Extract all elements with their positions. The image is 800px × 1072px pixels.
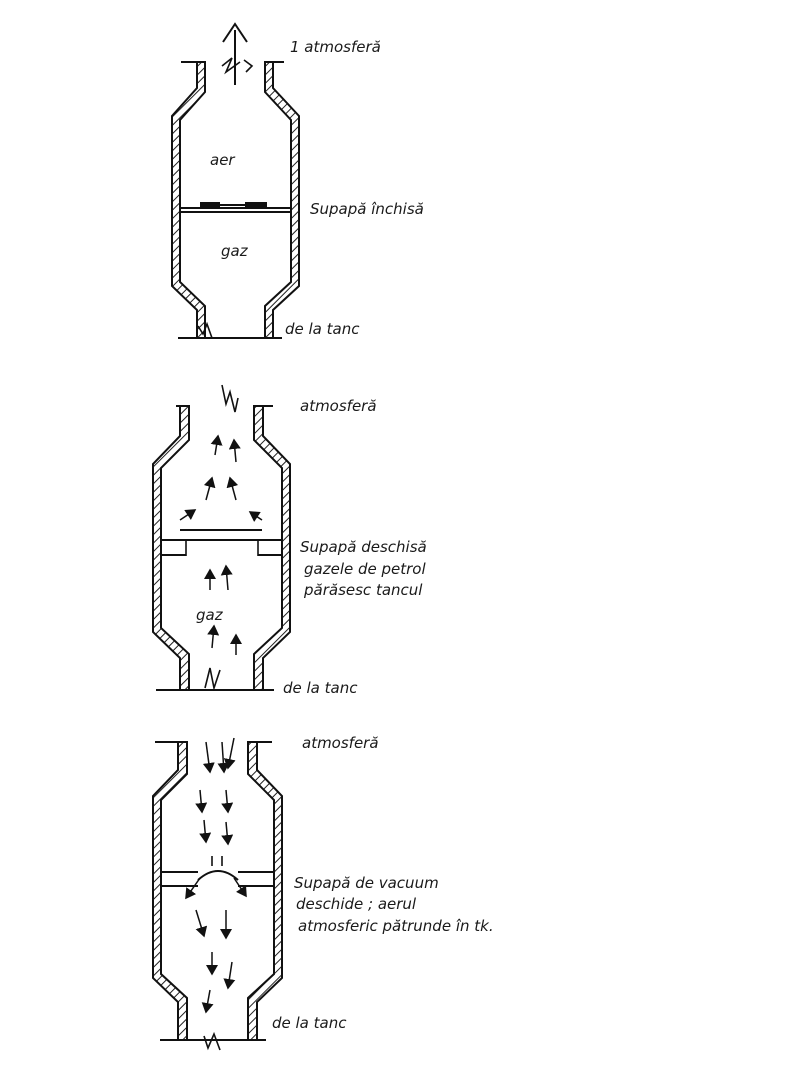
- label-bottom-atmosphere: atmosferă: [302, 734, 379, 752]
- left-wall: [171, 61, 206, 339]
- label-valve-open: Supapă deschisă: [300, 538, 427, 556]
- label-from-tank-3: de la tanc: [272, 1014, 347, 1032]
- exhaust-arrow: [221, 22, 254, 85]
- gas-flow-arrows: [179, 384, 263, 692]
- vacuum-valve: [161, 856, 274, 887]
- right-wall: [253, 405, 291, 691]
- right-wall: [247, 741, 283, 1041]
- diagram-vacuum-valve: [152, 737, 283, 1051]
- closed-valve: [180, 202, 291, 213]
- label-gas-top: gaz: [221, 242, 249, 260]
- diagram-valve-open: [152, 384, 291, 692]
- label-from-tank-1: de la tanc: [285, 320, 360, 338]
- diagram-valve-closed: [171, 22, 300, 339]
- label-air: aer: [210, 151, 235, 169]
- open-valve: [161, 529, 282, 556]
- label-vacuum-line3: atmosferic pătrunde în tk.: [298, 917, 494, 935]
- label-gases-line2: părăsesc tancul: [303, 581, 423, 599]
- air-flow-arrows: [185, 737, 247, 1051]
- label-vacuum-line2: deschide ; aerul: [296, 895, 417, 913]
- label-valve-closed: Supapă închisă: [310, 200, 424, 218]
- label-from-tank-2: de la tanc: [283, 679, 358, 697]
- label-mid-atmosphere: atmosferă: [300, 397, 377, 415]
- left-wall: [152, 405, 190, 691]
- label-top-atmosphere: 1 atmosferă: [290, 38, 381, 56]
- label-gases-line1: gazele de petrol: [304, 560, 426, 578]
- label-gas-mid: gaz: [196, 606, 224, 624]
- right-wall: [264, 61, 300, 339]
- label-vacuum-line1: Supapă de vacuum: [294, 874, 439, 892]
- left-wall: [152, 741, 188, 1041]
